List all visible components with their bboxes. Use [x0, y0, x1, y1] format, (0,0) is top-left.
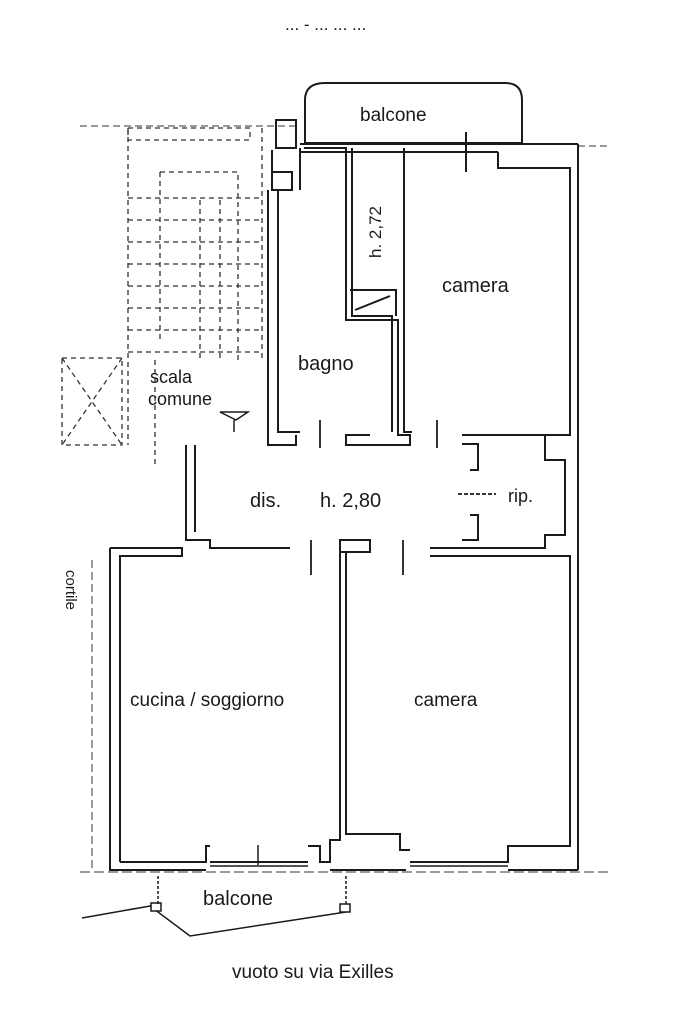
door-markers	[310, 420, 496, 575]
common-stairwell	[61, 127, 263, 465]
top-balcony	[304, 82, 523, 172]
scala-label: scala	[150, 367, 193, 387]
reference-lines	[80, 125, 610, 873]
comune-label: comune	[148, 389, 212, 409]
main-height-label: h. 2,80	[320, 490, 381, 512]
balcone-bottom-label: balcone	[203, 888, 273, 910]
bagno-label: bagno	[298, 353, 354, 375]
walls	[109, 119, 579, 871]
side-label: cortile	[62, 570, 79, 610]
balcone-top-label: balcone	[360, 105, 427, 126]
bottom-windows	[210, 845, 508, 867]
camera-top-label: camera	[442, 275, 510, 297]
bagno-height-label: h. 2,72	[366, 206, 385, 258]
header-text: ... - ... ... ...	[285, 15, 366, 34]
footer-label: vuoto su via Exilles	[232, 962, 394, 983]
cucina-soggiorno-label: cucina / soggiorno	[130, 690, 284, 711]
rip-label: rip.	[508, 486, 533, 506]
entrance-door-icon	[219, 411, 251, 432]
camera-bottom-label: camera	[414, 690, 478, 711]
dis-label: dis.	[250, 490, 281, 512]
bottom-balcony	[81, 876, 351, 937]
